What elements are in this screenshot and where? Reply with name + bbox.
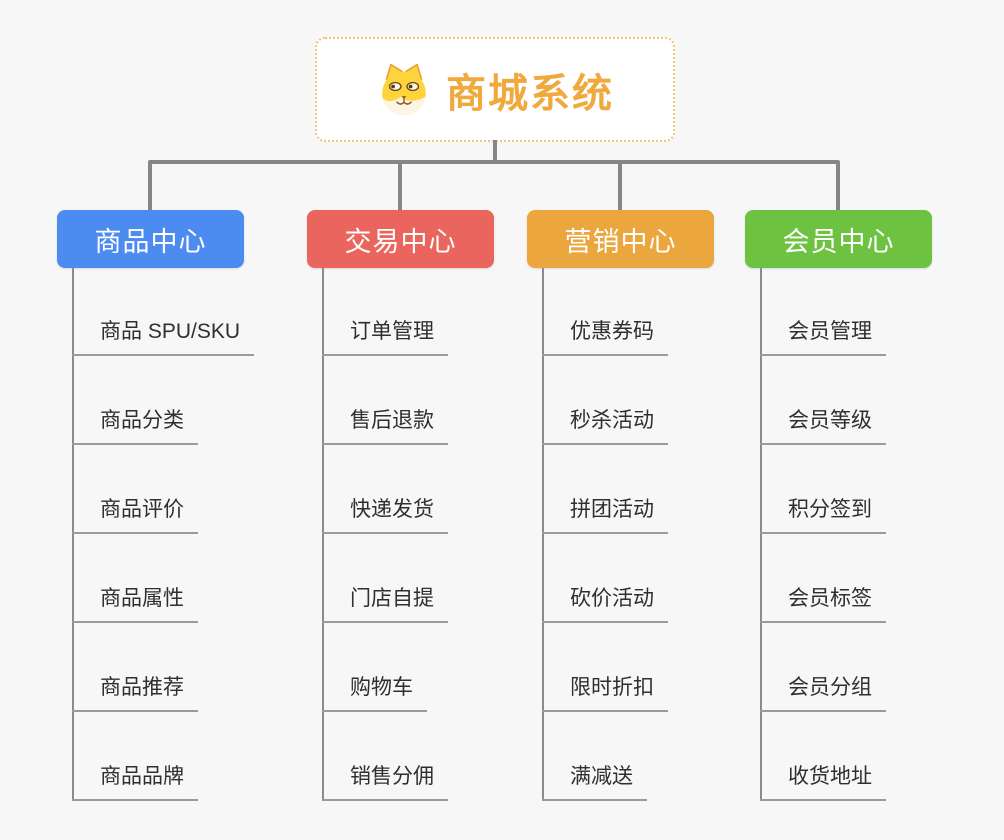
dog-face-icon	[382, 63, 426, 115]
connector-branch-spine	[542, 268, 544, 801]
root-title: 商城系统	[446, 71, 614, 116]
leaf-node[interactable]: 售后退款	[322, 408, 448, 445]
leaf-node[interactable]: 商品分类	[72, 408, 198, 445]
leaf-node[interactable]: 优惠券码	[542, 319, 668, 356]
connector-horizontal-bar	[148, 160, 840, 164]
connector-drop	[148, 162, 152, 212]
branch-trade-center: 交易中心 订单管理 售后退款 快递发货 门店自提 购物车 销售分佣	[307, 210, 494, 801]
branch-node-member-center[interactable]: 会员中心	[745, 210, 932, 268]
leaf-node[interactable]: 订单管理	[322, 319, 448, 356]
connector-branch-spine	[760, 268, 762, 801]
leaf-node[interactable]: 会员等级	[760, 408, 886, 445]
root-node[interactable]: 商城系统	[315, 37, 675, 142]
leaf-node[interactable]: 满减送	[542, 764, 647, 801]
leaf-node[interactable]: 商品推荐	[72, 675, 198, 712]
leaf-node[interactable]: 拼团活动	[542, 497, 668, 534]
connector-root-stem	[493, 140, 497, 162]
leaf-node[interactable]: 积分签到	[760, 497, 886, 534]
connector-branch-spine	[72, 268, 74, 801]
leaf-node[interactable]: 会员管理	[760, 319, 886, 356]
leaf-node[interactable]: 秒杀活动	[542, 408, 668, 445]
connector-drop	[398, 162, 402, 212]
connector-drop	[836, 162, 840, 212]
leaf-node[interactable]: 商品 SPU/SKU	[72, 319, 255, 356]
leaf-node[interactable]: 砍价活动	[542, 586, 668, 623]
leaf-node[interactable]: 商品品牌	[72, 764, 198, 801]
connector-branch-spine	[322, 268, 324, 801]
leaf-node[interactable]: 会员标签	[760, 586, 886, 623]
leaf-node[interactable]: 购物车	[322, 675, 427, 712]
leaf-node[interactable]: 快递发货	[322, 497, 448, 534]
branch-member-center: 会员中心 会员管理 会员等级 积分签到 会员标签 会员分组 收货地址	[745, 210, 932, 801]
branch-node-marketing-center[interactable]: 营销中心	[527, 210, 714, 268]
leaf-node[interactable]: 销售分佣	[322, 764, 448, 801]
leaf-node[interactable]: 收货地址	[760, 764, 886, 801]
leaf-node[interactable]: 门店自提	[322, 586, 448, 623]
branch-product-center: 商品中心 商品 SPU/SKU 商品分类 商品评价 商品属性 商品推荐 商品品牌	[57, 210, 255, 801]
leaf-node[interactable]: 限时折扣	[542, 675, 668, 712]
leaf-node[interactable]: 会员分组	[760, 675, 886, 712]
branch-node-trade-center[interactable]: 交易中心	[307, 210, 494, 268]
connector-drop	[618, 162, 622, 212]
leaf-node[interactable]: 商品评价	[72, 497, 198, 534]
branch-marketing-center: 营销中心 优惠券码 秒杀活动 拼团活动 砍价活动 限时折扣 满减送	[527, 210, 714, 801]
branch-node-product-center[interactable]: 商品中心	[57, 210, 244, 268]
leaf-node[interactable]: 商品属性	[72, 586, 198, 623]
